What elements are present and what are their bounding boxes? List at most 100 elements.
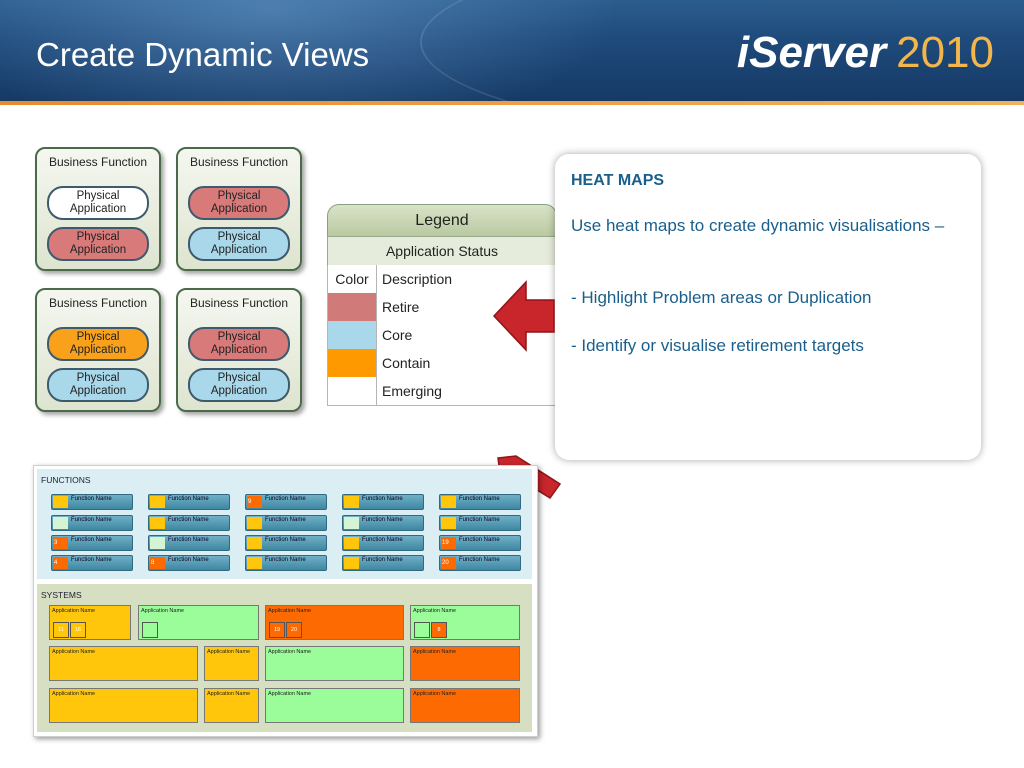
heat-maps-callout: HEAT MAPS Use heat maps to create dynami…	[555, 154, 981, 460]
application-name: Application Name	[413, 608, 457, 614]
status-square: 3	[53, 537, 68, 549]
application-box: Application Name	[204, 646, 259, 681]
application-box: Application Name	[49, 688, 198, 723]
function-box: Function Name	[148, 535, 230, 551]
business-function-title: Business Function	[48, 296, 148, 310]
application-box: Application Name 8	[410, 605, 520, 640]
legend-row: Emerging	[327, 377, 557, 406]
application-name: Application Name	[52, 608, 96, 614]
status-square	[150, 496, 165, 508]
function-name: Function Name	[168, 496, 209, 502]
function-chip: 19	[269, 622, 285, 638]
function-chip: 8	[431, 622, 447, 638]
legend-description: Contain	[382, 355, 431, 371]
function-box: Function Name	[51, 515, 133, 531]
application-name: Application Name	[268, 649, 312, 655]
header-swoosh	[420, 0, 1024, 101]
legend-swatch	[328, 321, 377, 349]
function-box: Function Name	[148, 515, 230, 531]
status-square: 20	[441, 557, 456, 569]
function-box: Function Name	[245, 535, 327, 551]
application-name: Application Name	[268, 608, 312, 614]
legend-title: Legend	[327, 204, 557, 237]
function-name: Function Name	[362, 496, 403, 502]
legend-description: Emerging	[382, 383, 442, 399]
header-divider	[0, 101, 1024, 105]
function-box: Function Name	[148, 494, 230, 510]
application-name: Application Name	[413, 691, 457, 697]
status-square	[247, 557, 262, 569]
status-square	[441, 496, 456, 508]
business-function-title: Business Function	[189, 296, 289, 310]
legend-table: Legend Application Status Color Descript…	[327, 204, 557, 408]
status-square	[441, 517, 456, 529]
status-square: 4	[53, 557, 68, 569]
status-square: 8	[150, 557, 165, 569]
status-square	[344, 537, 359, 549]
physical-application-pill: Physical Application	[188, 227, 290, 261]
application-name: Application Name	[207, 691, 251, 697]
systems-panel: SYSTEMS Application Name 11 16 Applicati…	[37, 584, 532, 732]
function-name: Function Name	[362, 557, 403, 563]
business-function-diagram: Business Function Physical Application P…	[176, 288, 302, 412]
function-box: Function Name	[342, 515, 424, 531]
function-chip	[142, 622, 158, 638]
legend-subtitle: Application Status	[327, 236, 557, 266]
function-name: Function Name	[265, 496, 306, 502]
function-name: Function Name	[459, 537, 500, 543]
function-name: Function Name	[362, 537, 403, 543]
function-name: Function Name	[71, 537, 112, 543]
callout-bullet: - Highlight Problem areas or Duplication	[571, 288, 872, 307]
function-box: Function Name	[245, 555, 327, 571]
function-name: Function Name	[459, 496, 500, 502]
functions-label: FUNCTIONS	[41, 475, 91, 485]
application-name: Application Name	[141, 608, 185, 614]
application-box: Application Name	[49, 646, 198, 681]
status-square	[344, 557, 359, 569]
status-square	[53, 517, 68, 529]
physical-application-pill: Physical Application	[188, 368, 290, 402]
function-name: Function Name	[71, 517, 112, 523]
legend-description: Retire	[382, 299, 420, 315]
function-name: Function Name	[71, 496, 112, 502]
systems-label: SYSTEMS	[41, 590, 82, 600]
application-name: Application Name	[207, 649, 251, 655]
business-function-diagram: Business Function Physical Application P…	[35, 147, 161, 271]
application-name: Application Name	[52, 649, 96, 655]
application-box: Application Name	[265, 688, 404, 723]
application-name: Application Name	[52, 691, 96, 697]
legend-description-header: Description	[382, 271, 453, 287]
application-box: Application Name	[410, 688, 520, 723]
legend-color-header: Color	[328, 265, 377, 293]
status-square: 19	[441, 537, 456, 549]
slide-title: Create Dynamic Views	[36, 36, 370, 73]
brand-name: iServer	[736, 28, 887, 77]
status-square	[247, 537, 262, 549]
function-chip: 11	[53, 622, 69, 638]
status-square	[247, 517, 262, 529]
application-box: Application Name	[138, 605, 259, 640]
function-name: Function Name	[168, 557, 209, 563]
legend-description: Core	[382, 327, 413, 343]
callout-text: Use heat maps to create dynamic visualis…	[571, 216, 945, 235]
function-box: Function Name	[439, 515, 521, 531]
application-box: Application Name	[265, 646, 404, 681]
status-square	[150, 517, 165, 529]
physical-application-pill: Physical Application	[47, 368, 149, 402]
application-name: Application Name	[413, 649, 457, 655]
legend-swatch	[328, 377, 377, 405]
status-square	[344, 517, 359, 529]
function-name: Function Name	[265, 517, 306, 523]
business-function-title: Business Function	[189, 155, 289, 169]
function-box: Function Name	[439, 494, 521, 510]
application-box: Application Name 19 20	[265, 605, 404, 640]
callout-heading: HEAT MAPS	[571, 172, 665, 189]
function-chip: 16	[70, 622, 86, 638]
